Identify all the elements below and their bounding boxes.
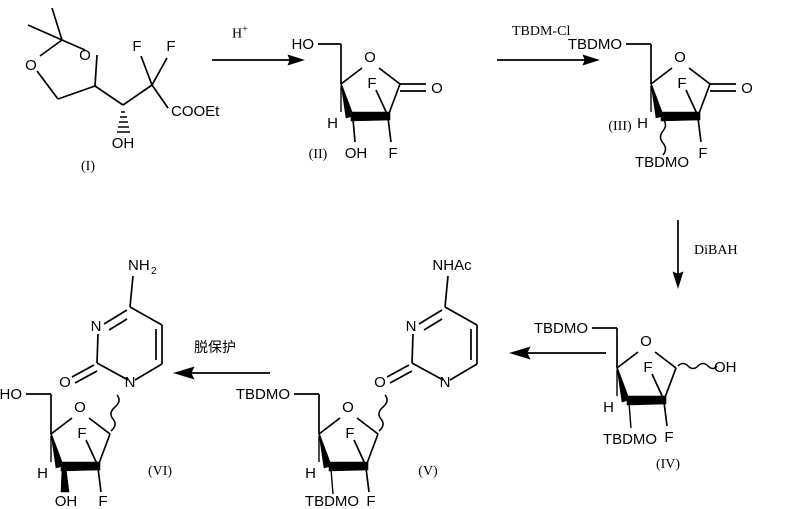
structure-compound-III: O O TBDMO H TBDMO F F (III): [568, 0, 800, 180]
bond-bold-C3C2: [350, 111, 391, 122]
atom-label-H: H: [637, 115, 648, 132]
atom-label-O-ring1: O: [79, 47, 91, 64]
reaction-arrow-4: [508, 345, 608, 361]
atom-label-NH: NH: [128, 257, 150, 274]
compound-label-III: (III): [608, 119, 632, 134]
reagent-label-deprotection: 脱保护: [194, 340, 236, 356]
atom-label-OH: OH: [345, 145, 368, 162]
atom-label-TBDMO-bottom: TBDMO: [635, 154, 689, 171]
bond-bold-C3C2: [660, 111, 701, 122]
bond-wavy-glycosidic: [378, 394, 388, 432]
stereo-hash-OH: [117, 111, 130, 133]
bond-wedge-C4: [340, 83, 354, 119]
atom-label-F-up: F: [367, 75, 376, 92]
reaction-arrow-3: [670, 218, 686, 290]
atom-label-H: H: [305, 465, 316, 482]
atom-label-TBDMO-bottom: TBDMO: [305, 493, 359, 509]
structure-compound-IV: O TBDMO H TBDMO F F OH (IV): [534, 284, 796, 474]
atom-label-HO-top: HO: [0, 386, 22, 403]
atom-label-N1: N: [125, 374, 136, 391]
atom-label-TBDMO-top: TBDMO: [236, 386, 290, 403]
compound-label-IV: (IV): [656, 457, 680, 472]
reagent-label-dibah: DiBAH: [694, 243, 738, 258]
structure-compound-I: O O F F COOEt OH (I): [0, 0, 220, 175]
atom-label-H: H: [37, 465, 48, 482]
atom-label-F-down: F: [664, 429, 673, 446]
atom-label-O-ring: O: [342, 399, 354, 416]
reaction-arrow-5: [172, 365, 272, 381]
atom-label-O-C2: O: [59, 374, 71, 391]
atom-label-O-carbonyl: O: [741, 80, 753, 97]
atom-label-HO: HO: [292, 36, 315, 53]
atom-label-F-down: F: [366, 493, 375, 509]
atom-label-F-b: F: [166, 38, 175, 55]
structure-compound-II: O O HO H OH F F (II): [292, 0, 490, 175]
atom-label-O-ring: O: [364, 49, 376, 66]
atom-label-F-up: F: [643, 359, 652, 376]
atom-label-F-down: F: [698, 145, 707, 162]
bond-wavy-OH: [677, 362, 718, 370]
bond-bold-C3C2: [60, 461, 101, 472]
atom-label-H: H: [327, 115, 338, 132]
bond-bold-C3C2: [626, 395, 667, 406]
bond-wedge-C4: [616, 367, 630, 403]
compound-label-II: (II): [309, 147, 328, 162]
atom-label-F-down: F: [388, 145, 397, 162]
bond-wedge-C4: [318, 433, 332, 469]
bond-bold-C3C2: [328, 461, 369, 472]
atom-label-TBDMO-top: TBDMO: [534, 320, 588, 337]
atom-label-COOEt: COOEt: [171, 103, 220, 120]
bond-wedge-C4: [50, 433, 64, 469]
reaction-arrow-1: [210, 52, 306, 68]
reagent-label-acid: H+: [232, 24, 248, 42]
reagent-label-tbdmcl: TBDM-Cl: [512, 24, 571, 39]
atom-label-TBDMO-top: TBDMO: [568, 36, 622, 53]
atom-label-F-up: F: [677, 75, 686, 92]
atom-label-O-ring: O: [640, 333, 652, 350]
atom-label-F-down: F: [98, 493, 107, 509]
atom-label-NH2-subscript: 2: [151, 266, 157, 277]
atom-label-N1: N: [440, 374, 451, 391]
atom-label-F-up: F: [345, 425, 354, 442]
reaction-arrow-2: [495, 52, 601, 68]
structure-compound-VI: N N O NH 2 O HO H OH: [0, 250, 230, 509]
atom-label-NHAc: NHAc: [432, 257, 472, 274]
atom-label-OH: OH: [112, 135, 135, 152]
atom-label-TBDMO-bottom: TBDMO: [603, 431, 657, 448]
atom-label-N3: N: [406, 318, 417, 335]
atom-label-F-a: F: [132, 38, 141, 55]
atom-label-N3: N: [91, 318, 102, 335]
atom-label-O-ring: O: [674, 49, 686, 66]
bond-wavy-glycosidic: [110, 394, 120, 432]
atom-label-F-up: F: [77, 425, 86, 442]
atom-label-O-C2: O: [374, 374, 386, 391]
structure-compound-V: N N O NHAc O TBDMO H TBDMO: [236, 250, 498, 509]
atom-label-OH-bottom: OH: [55, 493, 78, 509]
atom-label-O-carbonyl: O: [431, 80, 443, 97]
atom-label-H: H: [603, 399, 614, 416]
atom-label-O-ring: O: [74, 399, 86, 416]
bond-wedge-OH: [60, 467, 70, 493]
bond-wavy-TBDMO: [659, 118, 667, 156]
compound-label-VI: (VI): [148, 464, 172, 479]
atom-label-O-ring2: O: [25, 57, 37, 74]
atom-label-OH-anomeric: OH: [714, 359, 737, 376]
bond-wedge-C4: [650, 83, 664, 119]
compound-label-I: (I): [81, 159, 95, 174]
compound-label-V: (V): [418, 464, 438, 479]
